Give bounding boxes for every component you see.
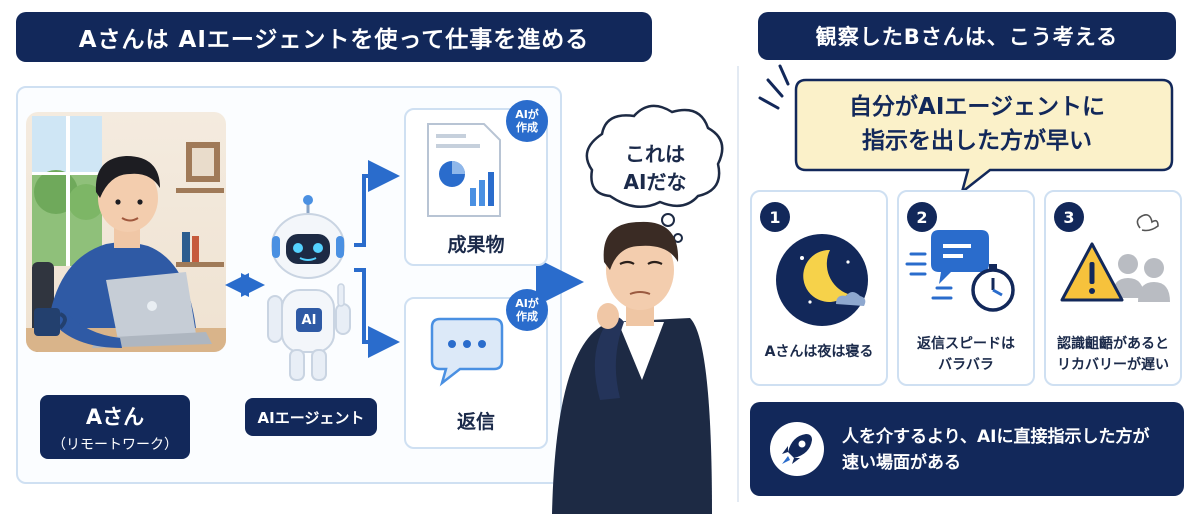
conclusion-text: 人を介するより、AIに直接指示した方が 速い場面がある	[842, 424, 1172, 476]
badge-line: AIが	[515, 108, 539, 121]
conclusion-line: 人を介するより、AIに直接指示した方が	[842, 427, 1150, 447]
thought-line: これは	[625, 142, 685, 166]
arrow-to-reply	[354, 268, 400, 358]
person-a-note: （リモートワーク）	[52, 436, 178, 453]
thought-cloud-icon	[585, 104, 724, 243]
arrow-to-output	[354, 160, 400, 247]
reason-line: バラバラ	[938, 357, 994, 373]
badge-line: AIが	[515, 297, 539, 310]
warning-people-icon	[1060, 214, 1170, 302]
ai-made-badge: AIが 作成	[506, 100, 548, 142]
chat-timer-icon	[905, 230, 1015, 312]
person-a-label: Aさん （リモートワーク）	[40, 395, 190, 459]
section-divider	[737, 66, 739, 502]
conclusion-box: 人を介するより、AIに直接指示した方が 速い場面がある	[750, 402, 1184, 496]
badge-line: 作成	[516, 310, 538, 323]
right-section-title: 観察したBさんは、こう考える	[758, 12, 1176, 60]
reason-line: 認識齟齬があると	[1057, 336, 1169, 352]
reason-caption: 認識齟齬があると リカバリーが遅い	[1046, 334, 1180, 376]
observer-thought: これは AIだな	[600, 140, 710, 196]
thought-line: AIだな	[623, 170, 687, 194]
speech-line: 自分がAIエージェントに	[849, 94, 1105, 120]
output-label: 成果物	[447, 234, 505, 256]
left-section-title: Aさんは AIエージェントを使って仕事を進める	[16, 12, 652, 62]
robot-chest-text: AI	[301, 313, 317, 328]
speech-bubble-icon	[430, 317, 504, 387]
reason-number: 1	[760, 202, 790, 232]
reason-card-3: 3 認識齟齬があると リカバリーが遅い	[1044, 190, 1182, 386]
conclusion-line: 速い場面がある	[842, 453, 961, 473]
rocket-icon	[770, 422, 824, 476]
speech-text: 自分がAIエージェントに 指示を出した方が早い	[788, 90, 1166, 158]
speech-line: 指示を出した方が早い	[862, 128, 1092, 154]
person-a-name: Aさん	[85, 404, 145, 429]
reason-caption: Aさんは夜は寝る	[752, 342, 886, 363]
reason-line: 返信スピードは	[917, 336, 1015, 352]
observer-person	[552, 221, 712, 514]
agent-label: AIエージェント	[245, 398, 377, 436]
reply-card: 返信	[404, 297, 548, 449]
speech-bubble	[794, 78, 1174, 196]
reason-card-1: 1 Aさんは夜は寝る	[750, 190, 888, 386]
reason-line: Aさんは夜は寝る	[764, 344, 874, 360]
emphasis-lines-icon	[758, 64, 790, 110]
ai-made-badge: AIが 作成	[506, 289, 548, 331]
robot-icon	[267, 195, 351, 381]
reason-number: 2	[907, 202, 937, 232]
badge-line: 作成	[516, 121, 538, 134]
person-a-illustration	[26, 112, 226, 352]
reason-line: リカバリーが遅い	[1057, 357, 1169, 373]
reason-caption: 返信スピードは バラバラ	[899, 334, 1033, 376]
moon-icon	[776, 234, 868, 326]
reply-label: 返信	[456, 411, 495, 433]
reason-card-2: 2 返信スピードは バラバラ	[897, 190, 1035, 386]
reason-number: 3	[1054, 202, 1084, 232]
